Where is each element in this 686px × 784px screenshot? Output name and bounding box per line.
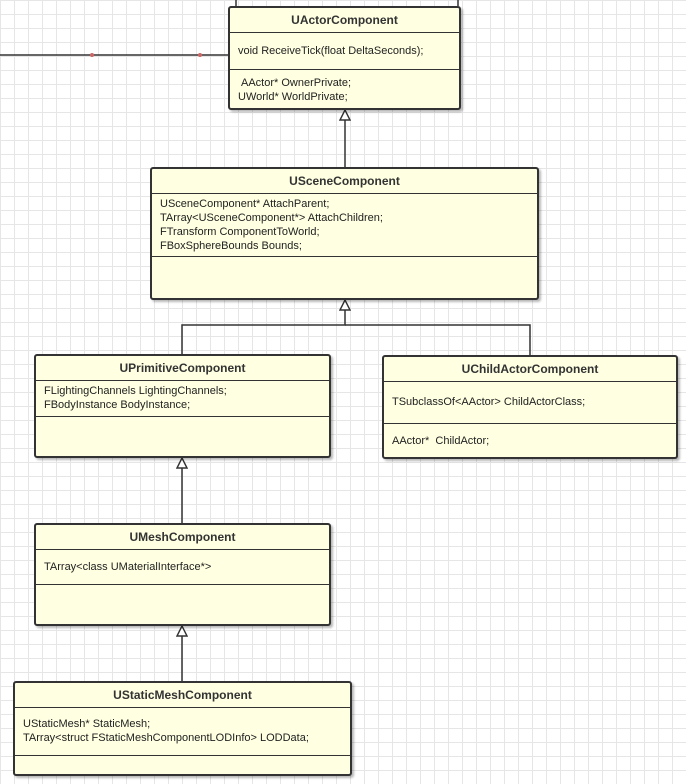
generalization-childactor-to-scene[interactable] <box>345 324 531 355</box>
waypoint-marker[interactable] <box>90 53 94 57</box>
class-name: UMeshComponent <box>36 525 329 550</box>
attributes-compartment: FLightingChannels LightingChannels; FBod… <box>36 381 329 417</box>
class-uscenecomponent[interactable]: USceneComponent USceneComponent* AttachP… <box>150 167 539 300</box>
class-ustaticmeshcomponent[interactable]: UStaticMeshComponent UStaticMesh* Static… <box>13 681 352 776</box>
class-name: USceneComponent <box>152 169 537 194</box>
member-line: TArray<USceneComponent*> AttachChildren; <box>160 212 383 224</box>
attributes-compartment: TSubclassOf<AActor> ChildActorClass; <box>384 382 676 424</box>
class-uchildactorcomponent[interactable]: UChildActorComponent TSubclassOf<AActor>… <box>382 355 678 459</box>
operations-compartment: AActor* OwnerPrivate; UWorld* WorldPriva… <box>230 70 459 107</box>
member-line: void ReceiveTick(float DeltaSeconds); <box>238 45 424 57</box>
attributes-compartment: TArray<class UMaterialInterface*> <box>36 550 329 585</box>
operations-compartment <box>152 257 537 263</box>
attributes-compartment: USceneComponent* AttachParent; TArray<US… <box>152 194 537 257</box>
class-umeshcomponent[interactable]: UMeshComponent TArray<class UMaterialInt… <box>34 523 331 626</box>
member-line: UStaticMesh* StaticMesh; <box>23 718 151 730</box>
member-line: TArray<struct FStaticMeshComponentLODInf… <box>23 732 309 744</box>
class-name: UStaticMeshComponent <box>15 683 350 708</box>
class-name: UActorComponent <box>230 8 459 33</box>
attributes-compartment: void ReceiveTick(float DeltaSeconds); <box>230 33 459 70</box>
member-line: AActor* OwnerPrivate; <box>241 77 352 89</box>
member-line: TArray<class UMaterialInterface*> <box>44 561 212 573</box>
class-uprimitivecomponent[interactable]: UPrimitiveComponent FLightingChannels Li… <box>34 354 331 458</box>
attributes-compartment: UStaticMesh* StaticMesh; TArray<struct F… <box>15 708 350 756</box>
member-line: UWorld* WorldPrivate; <box>238 91 348 103</box>
generalization-primitive-to-scene[interactable] <box>181 300 345 354</box>
operations-compartment: AActor* ChildActor; <box>384 424 676 457</box>
operations-compartment <box>36 585 329 591</box>
member-line: USceneComponent* AttachParent; <box>160 198 330 210</box>
operations-compartment <box>36 417 329 423</box>
member-line: TSubclassOf<AActor> ChildActorClass; <box>392 396 586 408</box>
class-name: UPrimitiveComponent <box>36 356 329 381</box>
operations-compartment <box>15 756 350 762</box>
member-line: FBodyInstance BodyInstance; <box>44 399 191 411</box>
member-line: FBoxSphereBounds Bounds; <box>160 240 302 252</box>
class-uactorcomponent[interactable]: UActorComponent void ReceiveTick(float D… <box>228 6 461 110</box>
member-line: AActor* ChildActor; <box>392 435 490 447</box>
member-line: FLightingChannels LightingChannels; <box>44 385 227 397</box>
member-line: FTransform ComponentToWorld; <box>160 226 320 238</box>
waypoint-marker[interactable] <box>198 53 202 57</box>
class-name: UChildActorComponent <box>384 357 676 382</box>
